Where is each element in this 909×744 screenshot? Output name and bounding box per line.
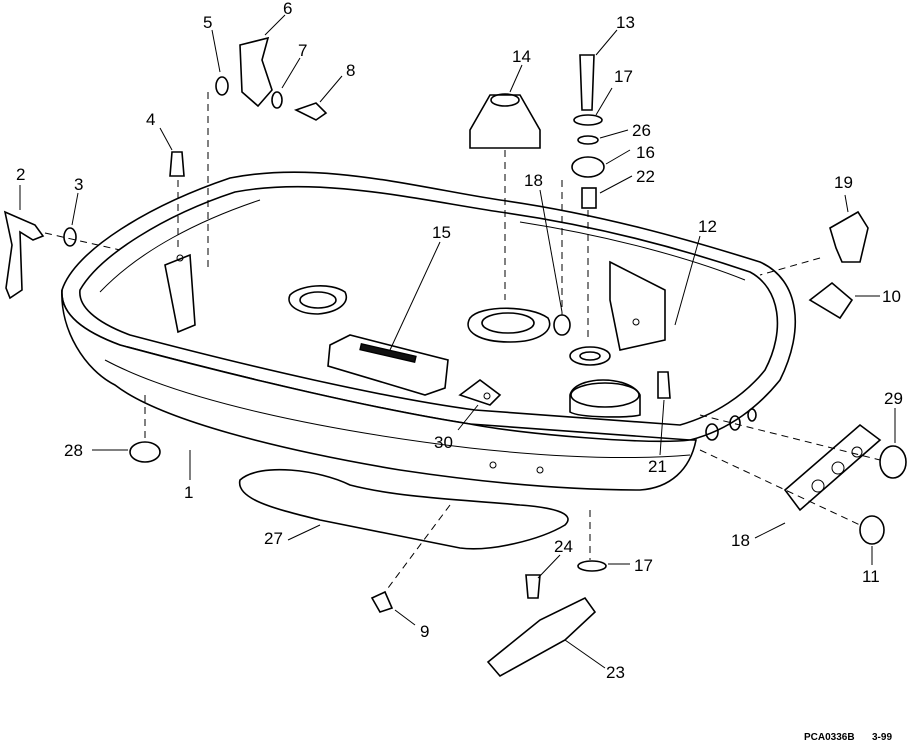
leader-lines: [19, 14, 896, 669]
figure-code: PCA0336B: [804, 732, 855, 743]
callout-labels: 1 2 3 4 5 6 7 8 9 10 11 12 13 14 15 16 1…: [16, 0, 903, 682]
washer-part: [577, 135, 599, 145]
grommet-part: [859, 515, 885, 545]
plug-part: [370, 590, 394, 613]
callout-17-bottom: 17: [634, 556, 653, 575]
callout-5: 5: [203, 13, 212, 32]
callout-17-top: 17: [614, 67, 633, 86]
pin-part: [657, 371, 671, 399]
callout-2: 2: [16, 165, 25, 184]
screw-part: [293, 102, 328, 121]
callout-30: 30: [434, 433, 453, 452]
callout-26: 26: [632, 121, 651, 140]
screw-part: [525, 574, 541, 599]
callout-12: 12: [698, 217, 717, 236]
callout-16: 16: [636, 143, 655, 162]
callout-11: 11: [862, 567, 880, 586]
callout-29: 29: [884, 389, 903, 408]
callout-27: 27: [264, 529, 283, 548]
callout-19: 19: [834, 173, 853, 192]
grommet-part: [879, 445, 907, 479]
fitting-part: [169, 151, 185, 177]
figure-date: 3-99: [872, 732, 892, 743]
callout-23: 23: [606, 663, 625, 682]
callout-3: 3: [74, 175, 83, 194]
callout-9: 9: [420, 622, 429, 641]
sleeve-part: [581, 187, 597, 209]
callout-18-top: 18: [524, 171, 543, 190]
lever-part: [3, 210, 45, 300]
washer-part: [577, 560, 607, 572]
latch-hook-part: [239, 36, 273, 108]
washer-part: [573, 114, 603, 126]
callout-7: 7: [298, 41, 307, 60]
callout-1: 1: [184, 483, 193, 502]
boot-part: [469, 94, 541, 149]
callout-14: 14: [512, 47, 531, 66]
washer-part: [63, 227, 77, 247]
callout-15: 15: [432, 223, 451, 242]
callout-18-bottom: 18: [731, 531, 750, 550]
grommet-part: [129, 441, 161, 463]
valve-part: [829, 210, 869, 263]
callout-8: 8: [346, 61, 355, 80]
clip-part: [271, 91, 283, 109]
callout-22: 22: [636, 167, 655, 186]
callout-10: 10: [882, 287, 901, 306]
alignment-lines: [44, 92, 881, 593]
bolt-part: [579, 54, 595, 111]
bracket-part: [808, 281, 854, 320]
washer-part: [215, 76, 229, 96]
support-bracket-part: [486, 596, 597, 678]
callout-21: 21: [648, 457, 667, 476]
lower-cowl: [61, 171, 797, 491]
callout-24: 24: [554, 537, 573, 556]
callout-13: 13: [616, 13, 635, 32]
callout-28: 28: [64, 441, 83, 460]
cowl-seal: [239, 468, 569, 550]
callout-4: 4: [146, 110, 155, 129]
mount-part: [571, 156, 605, 178]
callout-6: 6: [283, 0, 292, 18]
grommet-part: [553, 314, 571, 336]
